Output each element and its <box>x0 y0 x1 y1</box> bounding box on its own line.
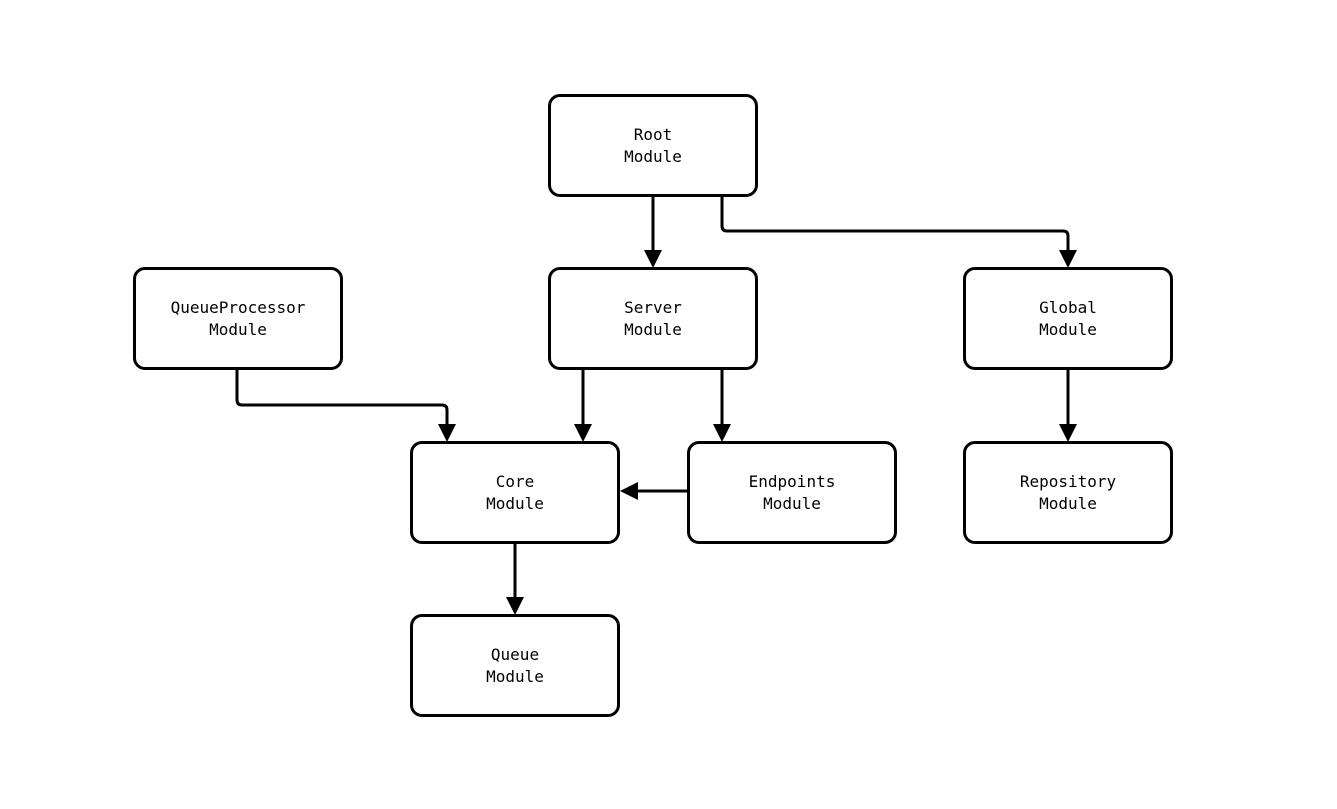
node-endpoints[interactable]: Endpoints Module <box>687 441 897 544</box>
node-repository-label: Repository Module <box>1019 471 1117 513</box>
node-repository[interactable]: Repository Module <box>963 441 1173 544</box>
edge-queueprocessor-to-core <box>235 370 449 430</box>
node-server-label: Server Module <box>624 297 682 339</box>
arrowhead-root-to-global <box>1059 250 1077 268</box>
arrowhead-server-to-core <box>574 424 592 442</box>
node-root-label: Root Module <box>624 124 682 166</box>
arrowhead-endpoints-to-core <box>620 482 638 500</box>
arrowhead-queueprocessor-to-core <box>438 424 456 442</box>
node-global-label: Global Module <box>1039 297 1097 339</box>
arrowhead-root-to-server <box>644 250 662 268</box>
node-queue[interactable]: Queue Module <box>410 614 620 717</box>
node-server[interactable]: Server Module <box>548 267 758 370</box>
node-queueprocessor[interactable]: QueueProcessor Module <box>133 267 343 370</box>
edge-root-to-global <box>720 197 1070 256</box>
arrowhead-core-to-queue <box>506 597 524 615</box>
node-queueprocessor-label: QueueProcessor Module <box>170 297 306 339</box>
node-queue-label: Queue Module <box>486 644 544 686</box>
arrowhead-server-to-endpoints <box>713 424 731 442</box>
node-endpoints-label: Endpoints Module <box>748 471 836 513</box>
node-core-label: Core Module <box>486 471 544 513</box>
node-core[interactable]: Core Module <box>410 441 620 544</box>
arrowhead-global-to-repository <box>1059 424 1077 442</box>
node-global[interactable]: Global Module <box>963 267 1173 370</box>
node-root[interactable]: Root Module <box>548 94 758 197</box>
